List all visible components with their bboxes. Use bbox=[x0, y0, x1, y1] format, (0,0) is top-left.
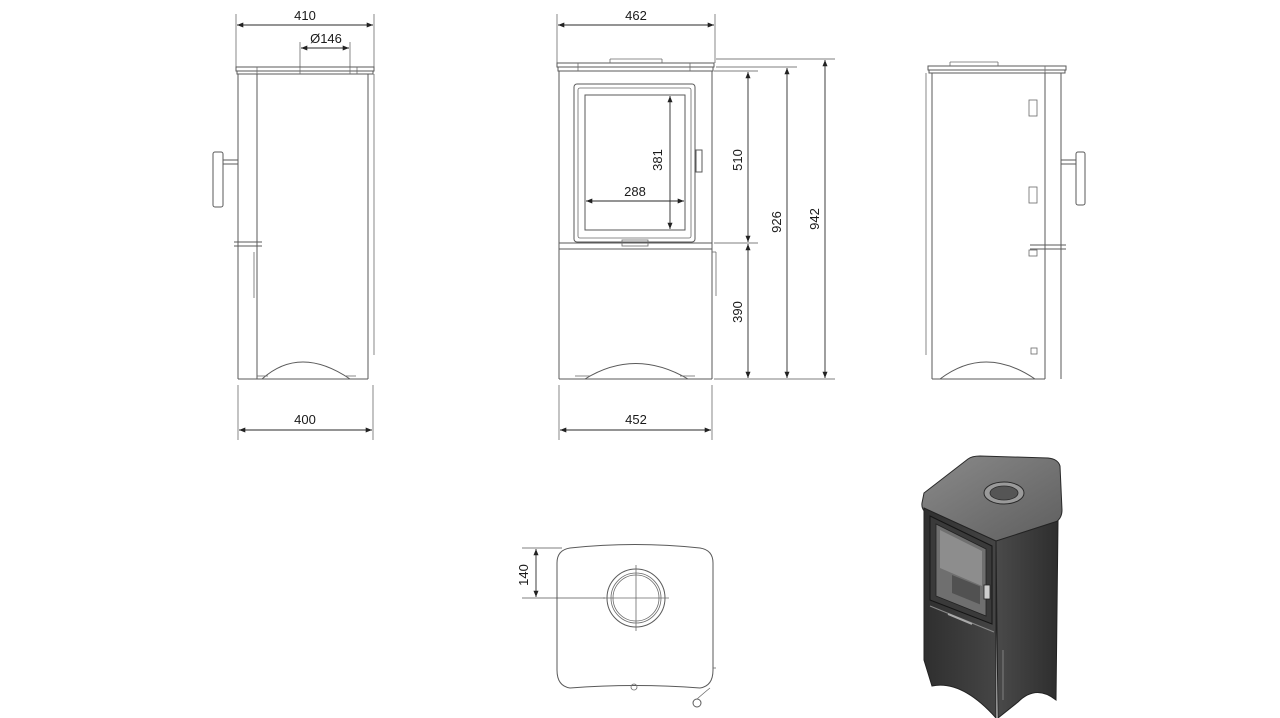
top-view bbox=[556, 544, 716, 708]
dim-front-base: 452 bbox=[558, 385, 713, 440]
stove-3d-render bbox=[921, 455, 1063, 718]
flue-offset-label: 140 bbox=[516, 564, 531, 586]
dim-body-height: 926 bbox=[716, 66, 797, 378]
glass-width-label: 288 bbox=[624, 184, 646, 199]
upper-height-label: 510 bbox=[730, 149, 745, 171]
front-view bbox=[556, 58, 717, 380]
dim-side-top: 410 bbox=[235, 8, 375, 67]
body-height-label: 926 bbox=[769, 211, 784, 233]
side-base-width-label: 400 bbox=[294, 412, 316, 427]
left-side-view bbox=[212, 66, 375, 380]
front-top-width-label: 462 bbox=[625, 8, 647, 23]
right-side-view bbox=[925, 61, 1086, 380]
dim-glass-width: 288 bbox=[586, 184, 684, 204]
side-top-width-label: 410 bbox=[294, 8, 316, 23]
dim-total-height: 942 bbox=[716, 58, 835, 378]
glass-height-label: 381 bbox=[650, 149, 665, 171]
total-height-label: 942 bbox=[807, 208, 822, 230]
dim-flue-diameter: Ø146 bbox=[299, 31, 351, 67]
dim-side-base: 400 bbox=[237, 385, 374, 440]
dim-flue-offset: 140 bbox=[516, 547, 605, 599]
lower-height-label: 390 bbox=[730, 301, 745, 323]
flue-diameter-label: Ø146 bbox=[310, 31, 342, 46]
dim-upper-height: 510 bbox=[714, 70, 758, 244]
dim-glass-height: 381 bbox=[650, 96, 673, 229]
dim-front-top: 462 bbox=[556, 8, 716, 63]
dim-lower-height: 390 bbox=[714, 244, 835, 380]
front-base-width-label: 452 bbox=[625, 412, 647, 427]
